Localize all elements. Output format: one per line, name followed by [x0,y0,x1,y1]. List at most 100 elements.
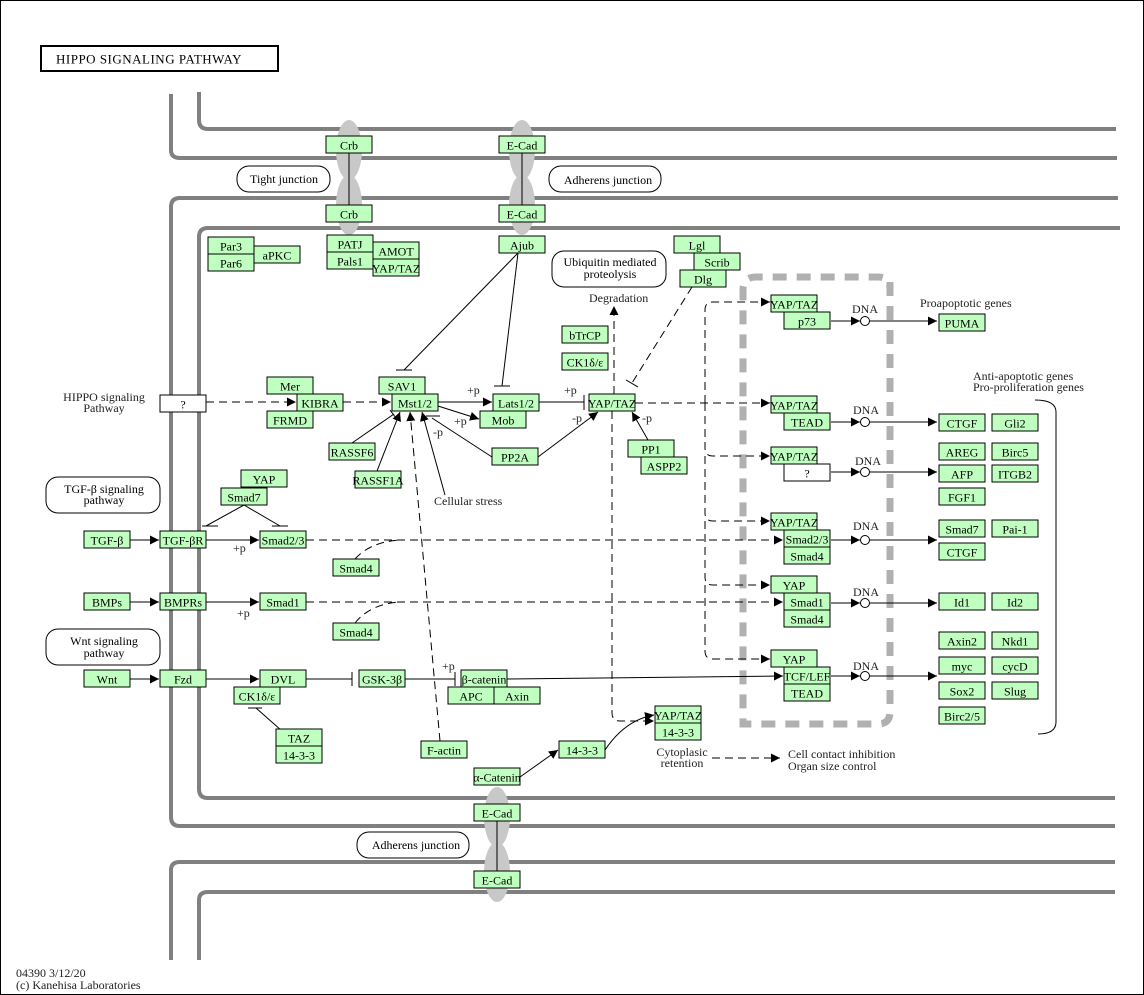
gene-dvl[interactable]: DVL [259,669,307,688]
gene-box[interactable] [991,442,1039,461]
gene-box[interactable] [938,542,986,561]
gene-crb-bot[interactable]: Crb [325,204,373,223]
gene-box[interactable] [391,393,439,412]
gene-box[interactable] [253,245,301,264]
pill-tight-junction[interactable]: Tight junction [236,165,331,193]
gene-ck1-wnt[interactable]: CK1δ/ε [233,686,281,705]
gene-smad4-a[interactable]: Smad4 [332,558,380,577]
gene-pp2a[interactable]: PP2A [491,447,539,466]
gene-box[interactable] [358,669,406,688]
gene-pp1[interactable]: PP1 [627,439,675,458]
gene-rassf6[interactable]: RASSF6 [328,442,376,461]
gene-axin[interactable]: Axin [493,686,541,705]
gene-pai1[interactable]: Pai-1 [991,519,1039,538]
gene-ctgf-2[interactable]: CTGF [938,542,986,561]
gene-box[interactable] [159,592,207,611]
gene-itgb2[interactable]: ITGB2 [991,464,1039,483]
unknown-node-box[interactable] [783,463,831,482]
pill-wnt-pathway[interactable]: Wnt signaling pathway [45,628,161,666]
gene-box[interactable] [240,469,288,488]
pill-tgf-beta-pathway[interactable]: TGF-β signaling pathway [45,476,161,514]
gene-box[interactable] [473,767,521,786]
gene-smad7-tgf[interactable]: Smad7 [220,487,268,506]
gene-lgl[interactable]: Lgl [673,235,721,254]
gene-box[interactable] [325,204,373,223]
gene-scrib[interactable]: Scrib [693,252,741,271]
gene-box[interactable] [783,546,831,565]
gene-bmps[interactable]: BMPs [83,592,131,611]
gene-yap-tgf[interactable]: YAP [240,469,288,488]
gene-smad23[interactable]: Smad2/3 [259,530,307,549]
gene-box[interactable] [259,592,307,611]
pill-adherens-junction-top[interactable]: Adherens junction [548,165,662,193]
gene-tgfbr[interactable]: TGF-βR [159,530,207,549]
gene-mer[interactable]: Mer [266,376,314,395]
gene-ecad-top2[interactable]: E-Cad [498,204,546,223]
gene-apkc[interactable]: aPKC [253,245,301,264]
gene-ecad-bot[interactable]: E-Cad [473,803,521,822]
gene-box[interactable] [938,706,986,725]
gene-btrcp[interactable]: bTrCP [561,325,609,344]
gene-bmprs[interactable]: BMPRs [159,592,207,611]
gene-box[interactable] [588,393,636,412]
gene-acatenin[interactable]: α-Catenin [473,767,521,786]
gene-n-yaptaz-2[interactable]: YAP/TAZ [770,395,818,414]
unknown-node-n-unknown[interactable]: ? [783,463,831,482]
gene-box[interactable] [233,686,281,705]
gene-bcatenin[interactable]: β-catenin [460,669,508,688]
gene-box[interactable] [991,631,1039,650]
gene-box[interactable] [266,376,314,395]
gene-box[interactable] [83,530,131,549]
gene-yaptaz-amot[interactable]: YAP/TAZ [372,258,420,277]
pill-ubiquitin-proteolysis[interactable]: Ubiquitin mediated proteolysis [551,250,667,288]
gene-box[interactable] [938,487,986,506]
gene-puma[interactable]: PUMA [938,313,986,332]
gene-ctgf-1[interactable]: CTGF [938,413,986,432]
gene-dlg[interactable]: Dlg [679,269,727,288]
gene-n-yap-1[interactable]: YAP [770,575,818,594]
gene-box[interactable] [561,325,609,344]
gene-1433[interactable]: 14-3-3 [558,740,606,759]
gene-kibra[interactable]: KIBRA [296,393,344,412]
gene-gsk3b[interactable]: GSK-3β [358,669,406,688]
gene-rassf1a[interactable]: RASSF1A [352,470,404,489]
gene-mob[interactable]: Mob [479,410,527,429]
gene-n-yaptaz-1[interactable]: YAP/TAZ [770,294,818,313]
gene-taz-143[interactable]: TAZ [275,728,323,747]
gene-box[interactable] [493,686,541,705]
gene-ck1-top[interactable]: CK1δ/ε [561,352,609,371]
gene-sox2[interactable]: Sox2 [938,681,986,700]
gene-box[interactable] [159,669,207,688]
gene-crb-top[interactable]: Crb [325,135,373,154]
gene-par3[interactable]: Par3 [207,236,255,255]
gene-axin2[interactable]: Axin2 [938,631,986,650]
gene-box[interactable] [266,410,314,429]
gene-box[interactable] [991,464,1039,483]
unknown-node-hippo-unknown[interactable]: ? [159,394,207,413]
gene-gli2[interactable]: Gli2 [991,413,1039,432]
gene-box[interactable] [498,204,546,223]
gene-box[interactable] [332,558,380,577]
gene-aspp2[interactable]: ASPP2 [640,456,688,475]
gene-smad1[interactable]: Smad1 [259,592,307,611]
gene-box[interactable] [479,410,527,429]
hippo-pathway-label-1[interactable]: HIPPO signaling [63,390,145,404]
gene-box[interactable] [498,235,546,254]
gene-box[interactable] [938,519,986,538]
gene-n-tead-1[interactable]: TEAD [783,412,831,431]
gene-slug[interactable]: Slug [991,681,1039,700]
gene-apc[interactable]: APC [447,686,495,705]
gene-box[interactable] [275,745,323,764]
gene-1433-taz[interactable]: 14-3-3 [275,745,323,764]
gene-box[interactable] [938,592,986,611]
gene-box[interactable] [420,740,468,759]
gene-box[interactable] [328,442,376,461]
gene-sav1[interactable]: SAV1 [378,376,426,395]
gene-box[interactable] [498,135,546,154]
gene-box[interactable] [783,683,831,702]
gene-box[interactable] [938,413,986,432]
gene-box[interactable] [783,609,831,628]
gene-box[interactable] [938,313,986,332]
gene-yaptaz-main[interactable]: YAP/TAZ [588,393,636,412]
gene-wnt[interactable]: Wnt [83,669,131,688]
